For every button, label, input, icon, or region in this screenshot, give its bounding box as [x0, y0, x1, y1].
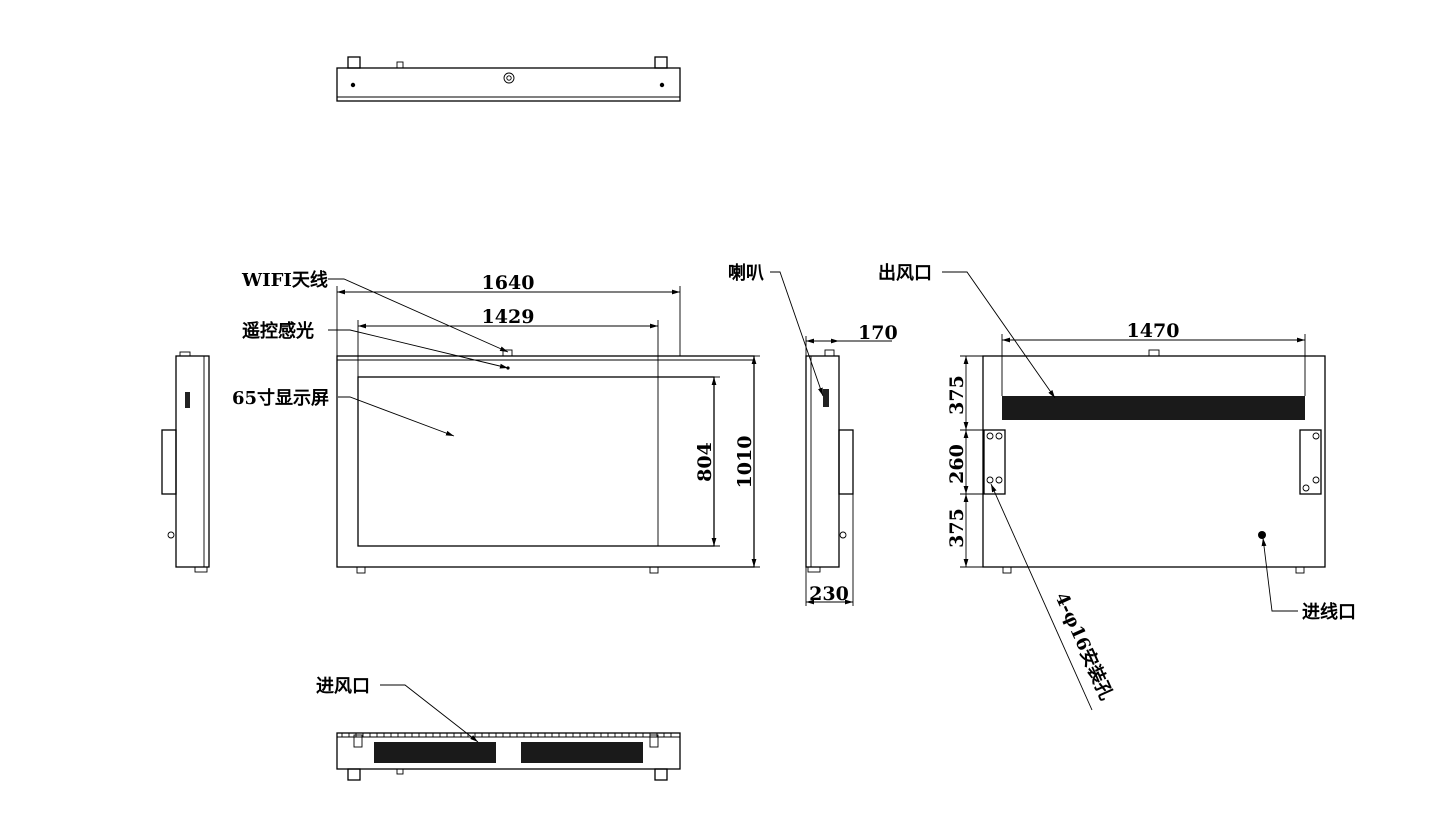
dim-rear-top: 375 [946, 375, 968, 415]
dim-overall-height: 1010 [734, 436, 756, 489]
dim-depth-bottom: 230 [809, 583, 849, 605]
bottom-inlet-vent-left [374, 742, 496, 763]
top-screw-right [659, 82, 665, 88]
dim-rear-width: 1470 [1127, 320, 1180, 342]
right-speaker-grille [823, 389, 829, 407]
front-view: 1640 1429 804 1010 WIFI天线 遥控感光 65寸显示屏 [232, 269, 760, 574]
bottom-inlet-vent-right [521, 742, 643, 763]
dim-rear-bottom: 375 [946, 508, 968, 548]
rear-view: 1470 375 260 375 出风口 进线口 4-φ16安装孔 [878, 262, 1356, 711]
label-mount-holes: 4-φ16安装孔 [1050, 589, 1117, 703]
label-wifi-antenna: WIFI天线 [241, 269, 328, 291]
left-side-view [161, 351, 210, 573]
top-screw-left [350, 82, 356, 88]
dim-overall-width: 1640 [482, 272, 535, 294]
dim-screen-width: 1429 [482, 306, 535, 328]
label-cable-inlet: 进线口 [1302, 601, 1356, 623]
label-air-outlet: 出风口 [878, 262, 932, 284]
top-view [336, 56, 681, 102]
dim-screen-height: 804 [694, 442, 716, 482]
rear-air-outlet-vent [1002, 396, 1305, 420]
bottom-view: 进风口 [316, 676, 681, 781]
label-air-inlet: 进风口 [316, 676, 370, 697]
label-display: 65寸显示屏 [232, 387, 329, 409]
dim-depth-top: 170 [858, 322, 898, 344]
label-speaker: 喇叭 [728, 263, 764, 284]
label-remote-sensor: 遥控感光 [242, 320, 314, 342]
cable-inlet-hole [1258, 531, 1266, 539]
left-speaker-grille [185, 392, 190, 408]
dim-rear-middle: 260 [946, 444, 968, 484]
right-side-view: 170 230 喇叭 [728, 263, 898, 606]
